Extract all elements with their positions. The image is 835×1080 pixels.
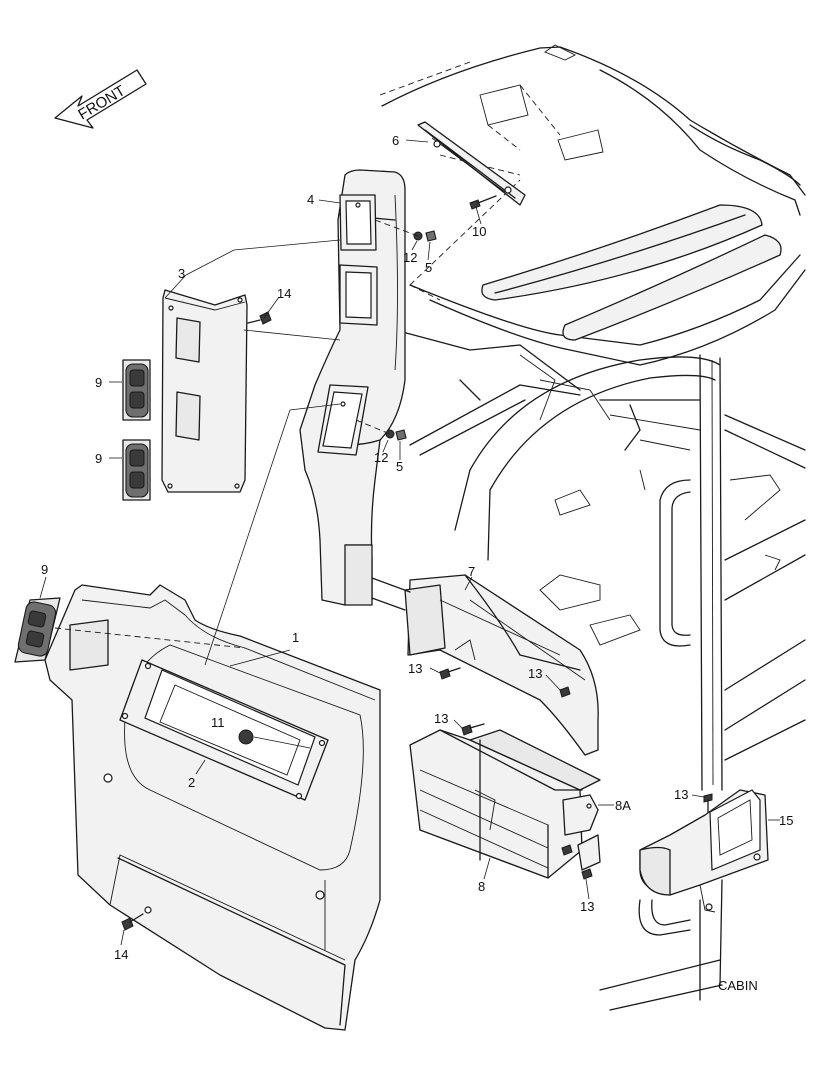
part-2-bezel-frame xyxy=(119,659,329,801)
callout-12-lower: 12 xyxy=(374,450,388,465)
part-1-main-side-panel xyxy=(44,584,381,1031)
front-direction-arrow: FRONT xyxy=(54,69,147,129)
callout-15: 15 xyxy=(779,813,793,828)
callout-5-upper: 5 xyxy=(425,260,432,275)
callout-14-lower: 14 xyxy=(114,947,128,962)
part-13-screws xyxy=(439,667,713,881)
callout-2: 2 xyxy=(188,775,195,790)
callout-13-c: 13 xyxy=(434,711,448,726)
part-12-5-fasteners-lower xyxy=(355,419,407,441)
callout-9-upper: 9 xyxy=(95,375,102,390)
callout-13-e: 13 xyxy=(674,787,688,802)
callout-7: 7 xyxy=(468,564,475,579)
part-9-vent-lower xyxy=(14,597,61,663)
part-3-upper-trim-panel xyxy=(161,289,248,493)
part-4-air-duct xyxy=(299,169,406,606)
cabin-structure xyxy=(379,44,806,1011)
callout-3: 3 xyxy=(178,266,185,281)
part-14-screw-lower xyxy=(121,913,144,931)
part-7-duct-connector xyxy=(371,574,599,756)
part-9-vent-middle xyxy=(122,439,151,501)
part-9-vent-upper xyxy=(122,359,151,421)
part-11-knob xyxy=(238,729,311,749)
part-8-blower-box xyxy=(409,729,601,879)
callout-1: 1 xyxy=(292,630,299,645)
callout-12-upper: 12 xyxy=(403,250,417,265)
callout-10: 10 xyxy=(472,224,486,239)
callout-9-middle: 9 xyxy=(95,451,102,466)
callout-5-lower: 5 xyxy=(396,459,403,474)
vent-alignment-dash xyxy=(54,627,246,649)
cabin-label: CABIN xyxy=(718,978,758,993)
callout-13-b: 13 xyxy=(528,666,542,681)
part-10-screw xyxy=(469,195,497,210)
callout-13-a: 13 xyxy=(408,661,422,676)
callout-8a: 8A xyxy=(615,798,631,813)
leader-lines xyxy=(39,139,780,946)
callout-6: 6 xyxy=(392,133,399,148)
callout-13-d: 13 xyxy=(580,899,594,914)
callout-9-lower: 9 xyxy=(41,562,48,577)
part-12-5-fasteners-upper xyxy=(374,219,437,242)
callout-8: 8 xyxy=(478,879,485,894)
part-15-rear-duct xyxy=(639,789,769,913)
part-6-bracket-plate xyxy=(417,121,526,206)
callout-11: 11 xyxy=(211,715,225,730)
callout-4: 4 xyxy=(307,192,314,207)
callout-labels: 1 2 3 4 5 5 6 7 8 8A 9 9 9 10 11 12 12 1… xyxy=(41,133,793,993)
callout-14-upper: 14 xyxy=(277,286,291,301)
part-14-screw-upper xyxy=(247,311,272,325)
